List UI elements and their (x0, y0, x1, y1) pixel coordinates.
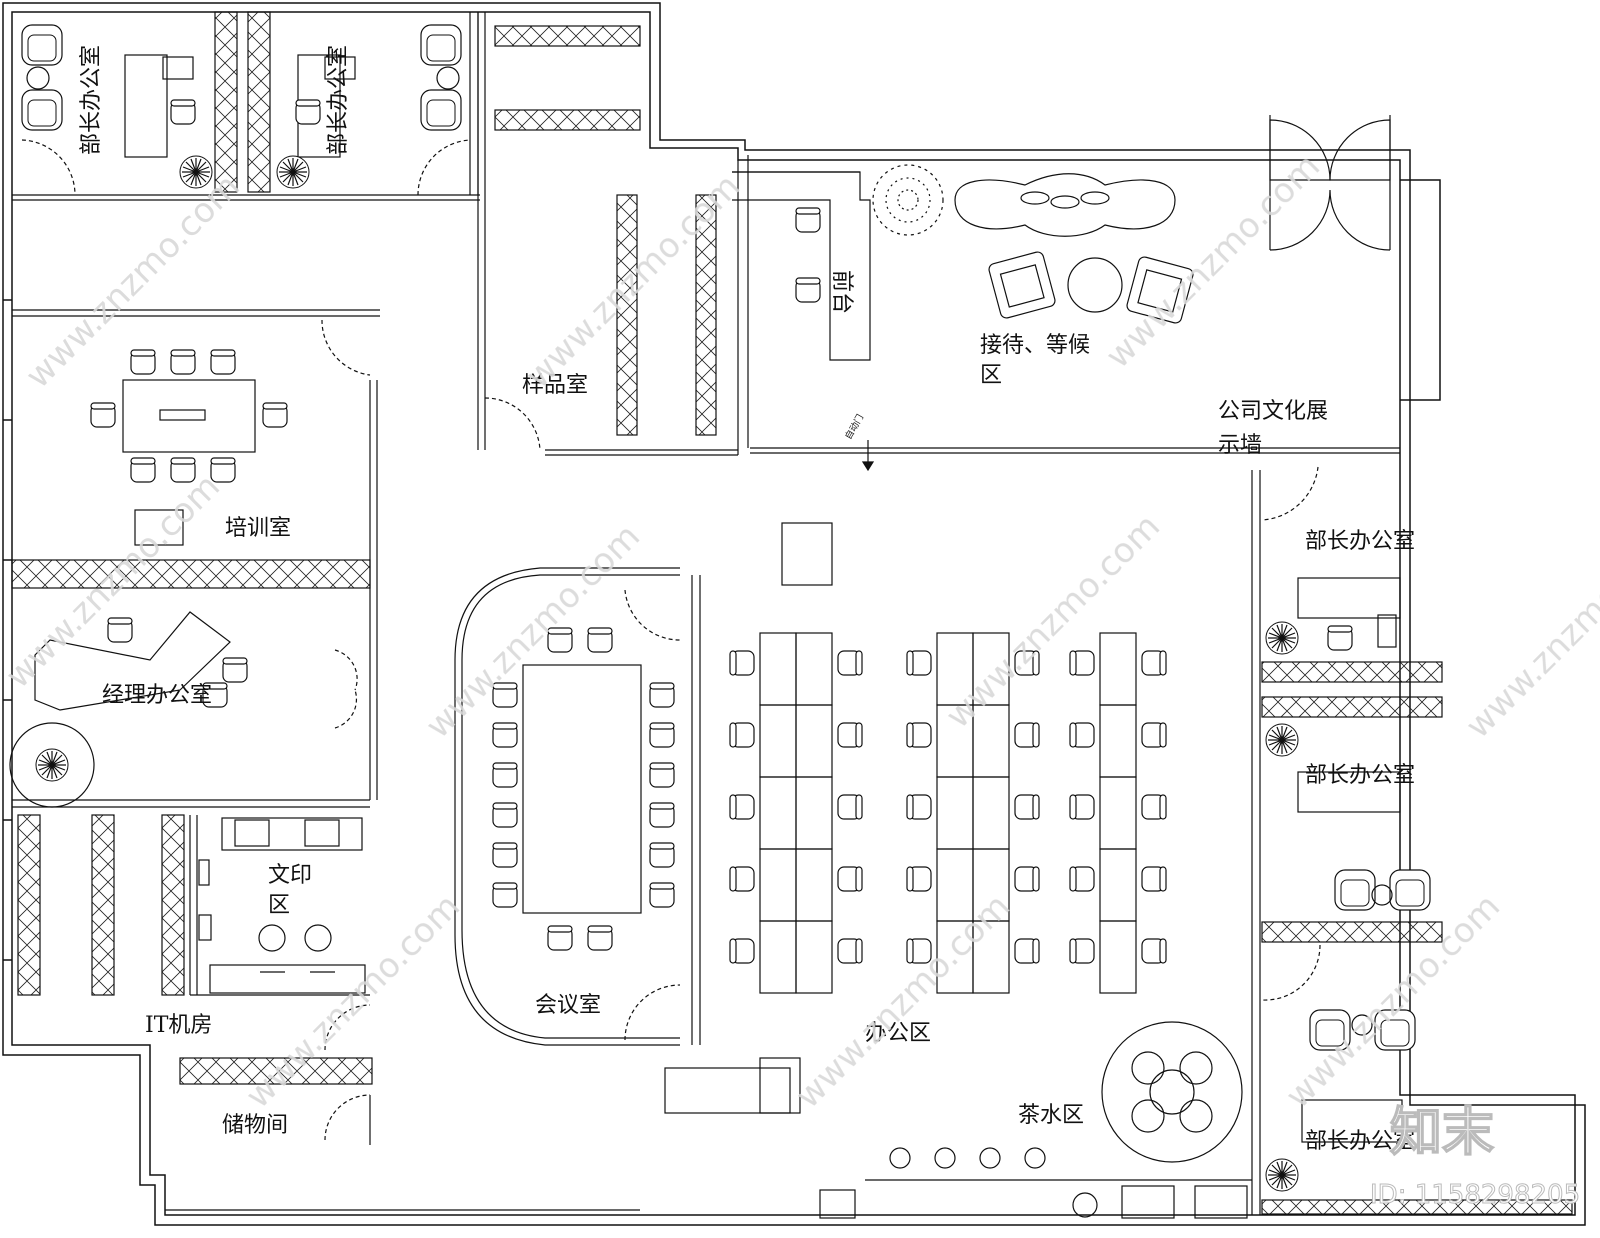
label-minister-office-r3: 部长办公室 (1305, 1129, 1415, 1154)
desk-2-0-a (1099, 632, 1137, 706)
watermark-7: www.znzmo.com (1458, 516, 1600, 746)
desk-chair-2-2-l (1069, 794, 1095, 820)
desk-0-0-b (795, 632, 833, 706)
label-reception-1: 接待、等候 (980, 333, 1090, 358)
label-it-room: IT机房 (145, 1013, 212, 1038)
desk-chair-0-2-l (729, 794, 755, 820)
desk-chair-2-3-l (1069, 866, 1095, 892)
desk-chair-0-2-r (837, 794, 863, 820)
brand-logo-text: 知末 (1390, 1103, 1494, 1163)
manager-office (9, 611, 370, 808)
label-training-room: 培训室 (225, 516, 291, 541)
label-print-area-1: 文印 (268, 863, 312, 888)
outer-walls (2, 2, 1586, 1226)
label-front-desk: 前台 (829, 270, 854, 314)
watermark-6: www.znzmo.com (938, 506, 1168, 736)
label-tea-area: 茶水区 (1018, 1103, 1084, 1128)
desk-chair-1-3-l (906, 866, 932, 892)
brand-id-text: ID: 1158298205 (1370, 1180, 1580, 1210)
desk-chair-2-1-r (1141, 722, 1167, 748)
watermark-10: www.znzmo.com (1278, 886, 1508, 1116)
desk-0-1-b (795, 704, 833, 778)
desk-chair-1-1-r (1014, 722, 1040, 748)
desk-2-1-a (1099, 704, 1137, 778)
desk-chair-2-4-l (1069, 938, 1095, 964)
sample-room (477, 12, 739, 456)
right-offices (1251, 466, 1573, 1215)
service-rooms (17, 814, 640, 1211)
desk-1-2-a (936, 776, 974, 850)
label-minister-office-r2: 部长办公室 (1305, 763, 1415, 788)
label-manager-office: 经理办公室 (102, 683, 212, 708)
desk-chair-2-0-l (1069, 650, 1095, 676)
desk-chair-1-1-l (906, 722, 932, 748)
desk-chair-2-4-r (1141, 938, 1167, 964)
room-labels: 部长办公室 部长办公室 样品室 前台 接待、等候 区 公司文化展 示墙 自动门 … (79, 45, 1415, 1154)
desk-chair-0-1-r (837, 722, 863, 748)
desk-chair-0-4-r (837, 938, 863, 964)
desk-chair-0-1-l (729, 722, 755, 748)
label-auto-door: 自动门 (842, 412, 866, 441)
desk-chair-0-0-l (729, 650, 755, 676)
desk-2-4-a (1099, 920, 1137, 994)
desk-0-2-a (759, 776, 797, 850)
desk-0-0-a (759, 632, 797, 706)
desk-2-3-a (1099, 848, 1137, 922)
desk-0-2-b (795, 776, 833, 850)
label-storage: 储物间 (222, 1113, 288, 1138)
top-left-offices (12, 11, 480, 201)
desk-chair-2-0-r (1141, 650, 1167, 676)
watermark-3: www.znzmo.com (1098, 146, 1328, 376)
label-sample-room: 样品室 (522, 373, 588, 398)
desk-chair-1-2-r (1014, 794, 1040, 820)
desk-chair-1-4-r (1014, 938, 1040, 964)
label-culture-wall-2: 示墙 (1218, 433, 1262, 458)
label-minister-office-tl1: 部长办公室 (79, 45, 104, 155)
desk-chair-0-3-r (837, 866, 863, 892)
desk-chair-1-3-r (1014, 866, 1040, 892)
label-reception-2: 区 (980, 363, 1002, 388)
training-room (11, 309, 380, 800)
label-minister-office-tl2: 部长办公室 (326, 45, 351, 155)
office-desks (664, 522, 1167, 1114)
label-culture-wall-1: 公司文化展 (1218, 399, 1328, 424)
desk-chair-2-1-l (1069, 722, 1095, 748)
tea-area (819, 1021, 1252, 1219)
desk-2-2-a (1099, 776, 1137, 850)
label-meeting-room: 会议室 (535, 993, 601, 1018)
desk-0-3-a (759, 848, 797, 922)
desk-chair-0-4-l (729, 938, 755, 964)
label-office-area: 办公区 (865, 1021, 931, 1046)
label-print-area-2: 区 (268, 893, 290, 918)
desk-0-1-a (759, 704, 797, 778)
desk-chair-0-3-l (729, 866, 755, 892)
desk-chair-2-3-r (1141, 866, 1167, 892)
desk-chair-1-0-l (906, 650, 932, 676)
label-minister-office-r1: 部长办公室 (1305, 529, 1415, 554)
desk-1-4-b (972, 920, 1010, 994)
desk-chair-2-2-r (1141, 794, 1167, 820)
desk-0-3-b (795, 848, 833, 922)
desk-chair-0-0-r (837, 650, 863, 676)
brand-logo: 知末 ID: 1158298205 (1370, 1102, 1581, 1210)
desk-chair-1-2-l (906, 794, 932, 820)
meeting-room (454, 567, 701, 1046)
watermark-5: www.znzmo.com (418, 516, 648, 746)
desk-0-4-a (759, 920, 797, 994)
desk-1-2-b (972, 776, 1010, 850)
desk-0-4-b (795, 920, 833, 994)
reception-area (732, 115, 1400, 472)
